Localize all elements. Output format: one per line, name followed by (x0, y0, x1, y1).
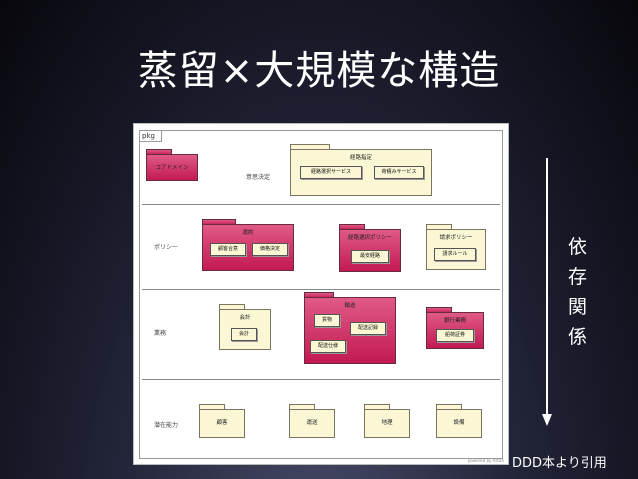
package-name: 顧客 (216, 420, 228, 426)
package-equipment: 設備 (436, 404, 482, 438)
dependency-arrow (546, 158, 548, 416)
package-name: 運約 (242, 230, 254, 236)
class-box: 配送仕様 (310, 340, 346, 353)
package-name: 会計 (239, 315, 251, 321)
dependency-char: 係 (568, 326, 588, 348)
class-box: 経路選択サービス (300, 166, 362, 179)
class-box: 請求ルール (434, 248, 476, 261)
dependency-label: 依 存 関 係 (568, 232, 587, 352)
citation: DDD本より引用 (512, 456, 607, 471)
layer-divider (142, 379, 500, 380)
pkg-label: pkg (140, 131, 162, 142)
package-name: 請求ポリシー (439, 235, 473, 241)
package-core-domain: コアドメイン (146, 149, 198, 181)
package-name: 地理 (381, 420, 393, 426)
class-box: 会計 (231, 328, 257, 341)
layer-divider (142, 289, 500, 290)
slide-title: 蒸留×大規模な構造 (137, 48, 501, 94)
package-shipping: 運送 (289, 404, 335, 438)
package-contract: 運約 顧客合意 価格決定 (202, 219, 294, 271)
package-transport: 輸送 貨物 配送記録 配送仕様 (304, 292, 396, 364)
package-name: コアドメイン (155, 165, 189, 171)
package-accounting: 会計 会計 (219, 304, 271, 350)
package-routing: 経路指定 経路選択サービス 荷積みサービス (290, 144, 432, 196)
class-box: 貨物 (314, 314, 340, 327)
class-box: 配送記録 (350, 322, 386, 335)
watermark: powered by Astah (467, 458, 504, 463)
dependency-char: 依 (568, 236, 588, 258)
package-customer: 顧客 (199, 404, 245, 438)
layer-label-operations: 業務 (154, 330, 167, 337)
package-name: 銀行業務 (443, 318, 466, 324)
package-name: 輸送 (344, 303, 356, 309)
layer-divider (142, 204, 500, 205)
package-name: 設備 (453, 420, 465, 426)
layer-label-decision: 意思決定 (246, 174, 271, 181)
package-diagram: pkg 意思決定 ポリシー 業務 潜在能力 コアドメイン 経路指定 経路選択サー… (133, 123, 509, 465)
class-box: 荷積みサービス (374, 166, 424, 179)
dependency-char: 関 (568, 296, 588, 318)
package-banking: 銀行業務 船荷証券 (426, 307, 484, 349)
dependency-char: 存 (568, 266, 588, 288)
package-name: 経路指定 (349, 155, 372, 161)
package-route-policy: 経路選択ポリシー 最安経路 (339, 224, 401, 272)
package-name: 運送 (306, 420, 318, 426)
layer-label-capability: 潜在能力 (154, 422, 179, 429)
class-box: 価格決定 (252, 243, 288, 256)
class-box: 顧客合意 (210, 243, 246, 256)
class-box: 船荷証券 (436, 329, 474, 342)
package-billing-policy: 請求ポリシー 請求ルール (426, 224, 486, 270)
arrow-head-icon (542, 414, 552, 426)
diagram-frame: pkg (139, 130, 503, 459)
package-name: 経路選択ポリシー (347, 235, 392, 241)
class-box: 最安経路 (351, 250, 389, 263)
package-geography: 地理 (364, 404, 410, 438)
layer-label-policy: ポリシー (154, 244, 179, 251)
